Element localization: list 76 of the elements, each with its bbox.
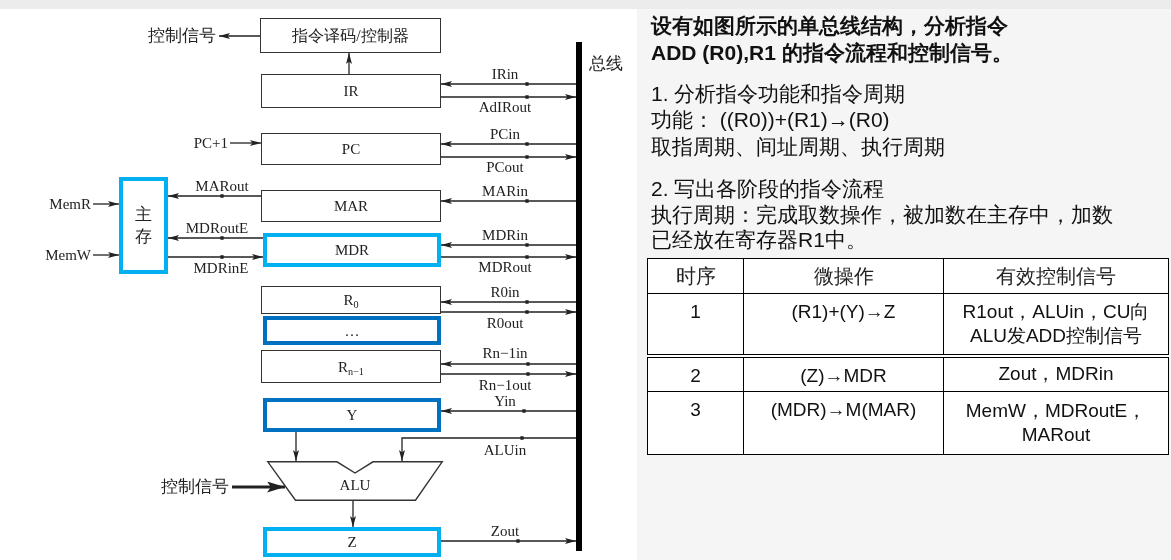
edge-label: R0in [490,284,520,300]
body-text: 功能： ((R0))+(R1)→(R0) [651,107,890,133]
arrow [440,198,577,204]
edge-label: MDRoutE [185,220,249,236]
table-header-cell: 微操作 [743,258,944,294]
arrow [350,500,356,528]
table-header-cell: 有效控制信号 [943,258,1169,294]
table-cell: R1out，ALUin，CU向ALU发ADD控制信号 [943,293,1169,356]
edge-label: MARout [195,178,249,194]
edge-label: PCout [486,159,524,175]
table-cell: MemW，MDRoutE，MARout [943,391,1169,455]
signal-label: MemR [49,195,91,213]
signal-label: 控制信号 [161,478,229,496]
edge-label: MDRout [478,259,532,275]
body-text: 执行周期：完成取数操作，被加数在主存中，加数已经放在寄存器R1中。 [651,202,1114,252]
arrow [346,52,352,75]
edge-label: Yin [494,393,516,409]
arrow [440,371,577,377]
register-box: IR [261,74,441,108]
bus-bar [576,42,582,551]
arrow [440,299,577,305]
register-box: MAR [261,190,441,222]
table-cell: (MDR)→M(MAR) [743,391,944,455]
register-box: PC [261,133,441,165]
arrow [440,94,577,100]
arrow [440,309,577,315]
arrow [218,33,261,39]
register-box: MDR [263,233,441,267]
arrow [440,242,577,248]
edge-label: IRin [491,66,519,82]
alu-block: ALU [267,461,443,501]
arrow [440,154,577,160]
section-heading: 1. 分析指令功能和指令周期 [651,81,906,107]
edge-label: MDRinE [193,260,249,276]
memory-box: 主存 [119,177,168,274]
arrow [399,436,577,462]
arrow [440,254,577,260]
table-cell: 3 [647,391,744,455]
arrow [92,201,120,207]
table-cell: (R1)+(Y)→Z [743,293,944,356]
arrow [440,538,577,544]
register-box: Y [263,398,441,432]
edge-label: AdIRout [478,99,532,115]
edge-label: PCin [490,126,520,142]
signal-label: 控制信号 [148,27,216,45]
arrow [229,140,262,146]
arrow [440,81,577,87]
arrow [440,408,577,414]
section-heading: 2. 写出各阶段的指令流程 [651,176,885,202]
arrow [167,235,264,241]
arrow [167,254,264,260]
edge-label: R0out [486,315,524,331]
register-box: R$_{n−1}$ [261,350,441,383]
controller-box: 指令译码/控制器 [260,18,441,53]
arrow [92,252,120,258]
arrow [232,481,285,493]
question-text: 设有如图所示的单总线结构，分析指令 ADD (R0),R1 的指令流程和控制信号。 [651,13,1014,66]
body-text: 取指周期、间址周期、执行周期 [651,134,945,160]
table-cell: 1 [647,293,744,356]
table-header-cell: 时序 [647,258,744,294]
arrow [440,141,577,147]
edge-label: MARin [482,183,528,199]
edge-label: MDRin [482,227,528,243]
register-box: R$_{0}$ [261,286,441,314]
bus-label: 总线 [589,54,623,74]
edge-label: Rn−1in [482,345,528,361]
edge-label: Zout [490,523,520,539]
register-box: … [263,316,441,345]
arrow [293,431,299,462]
arrow [167,193,262,199]
edge-label: ALUin [483,442,527,458]
signal-label: MemW [45,246,91,264]
arrow [440,361,577,367]
register-box: Z [263,527,441,557]
signal-label: PC+1 [193,134,228,152]
edge-label: Rn−1out [478,377,532,393]
